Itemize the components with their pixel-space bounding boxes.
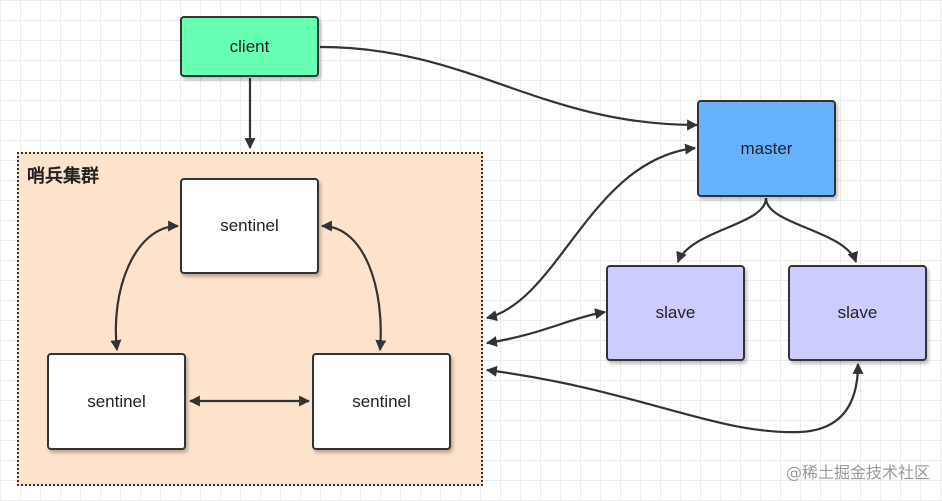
edge-client-master [319, 45, 699, 131]
sentinel-right-label: sentinel [352, 391, 411, 411]
edge-sentinel-top-right [320, 220, 387, 352]
edge-master-slave-2 [764, 197, 858, 264]
edge-sentinel-top-left [110, 220, 180, 352]
sentinel-cluster-label: 哨兵集群 [27, 166, 99, 187]
edge-master-slave-1 [676, 197, 768, 264]
slave-2-label: slave [837, 303, 878, 322]
sentinel-left-label: sentinel [87, 391, 146, 411]
slave-1-label: slave [655, 303, 696, 322]
master-label: master [740, 138, 793, 158]
slave-node-1[interactable]: slave [606, 265, 745, 361]
sentinel-node-right[interactable]: sentinel [312, 353, 451, 450]
edge-sentinel-group-slave-1 [485, 308, 607, 347]
edge-sentinel-group-master [485, 143, 697, 321]
master-node[interactable]: master [697, 100, 836, 197]
edge-sentinel-group-slave-2 [485, 362, 864, 434]
sentinel-top-label: sentinel [220, 216, 279, 235]
sentinel-node-top[interactable]: sentinel [180, 178, 319, 274]
slave-node-2[interactable]: slave [788, 265, 927, 361]
sentinel-node-left[interactable]: sentinel [47, 353, 186, 450]
client-label: client [229, 36, 270, 56]
watermark-text: @稀土掘金技术社区 [785, 463, 930, 482]
client-node[interactable]: client [180, 16, 319, 77]
